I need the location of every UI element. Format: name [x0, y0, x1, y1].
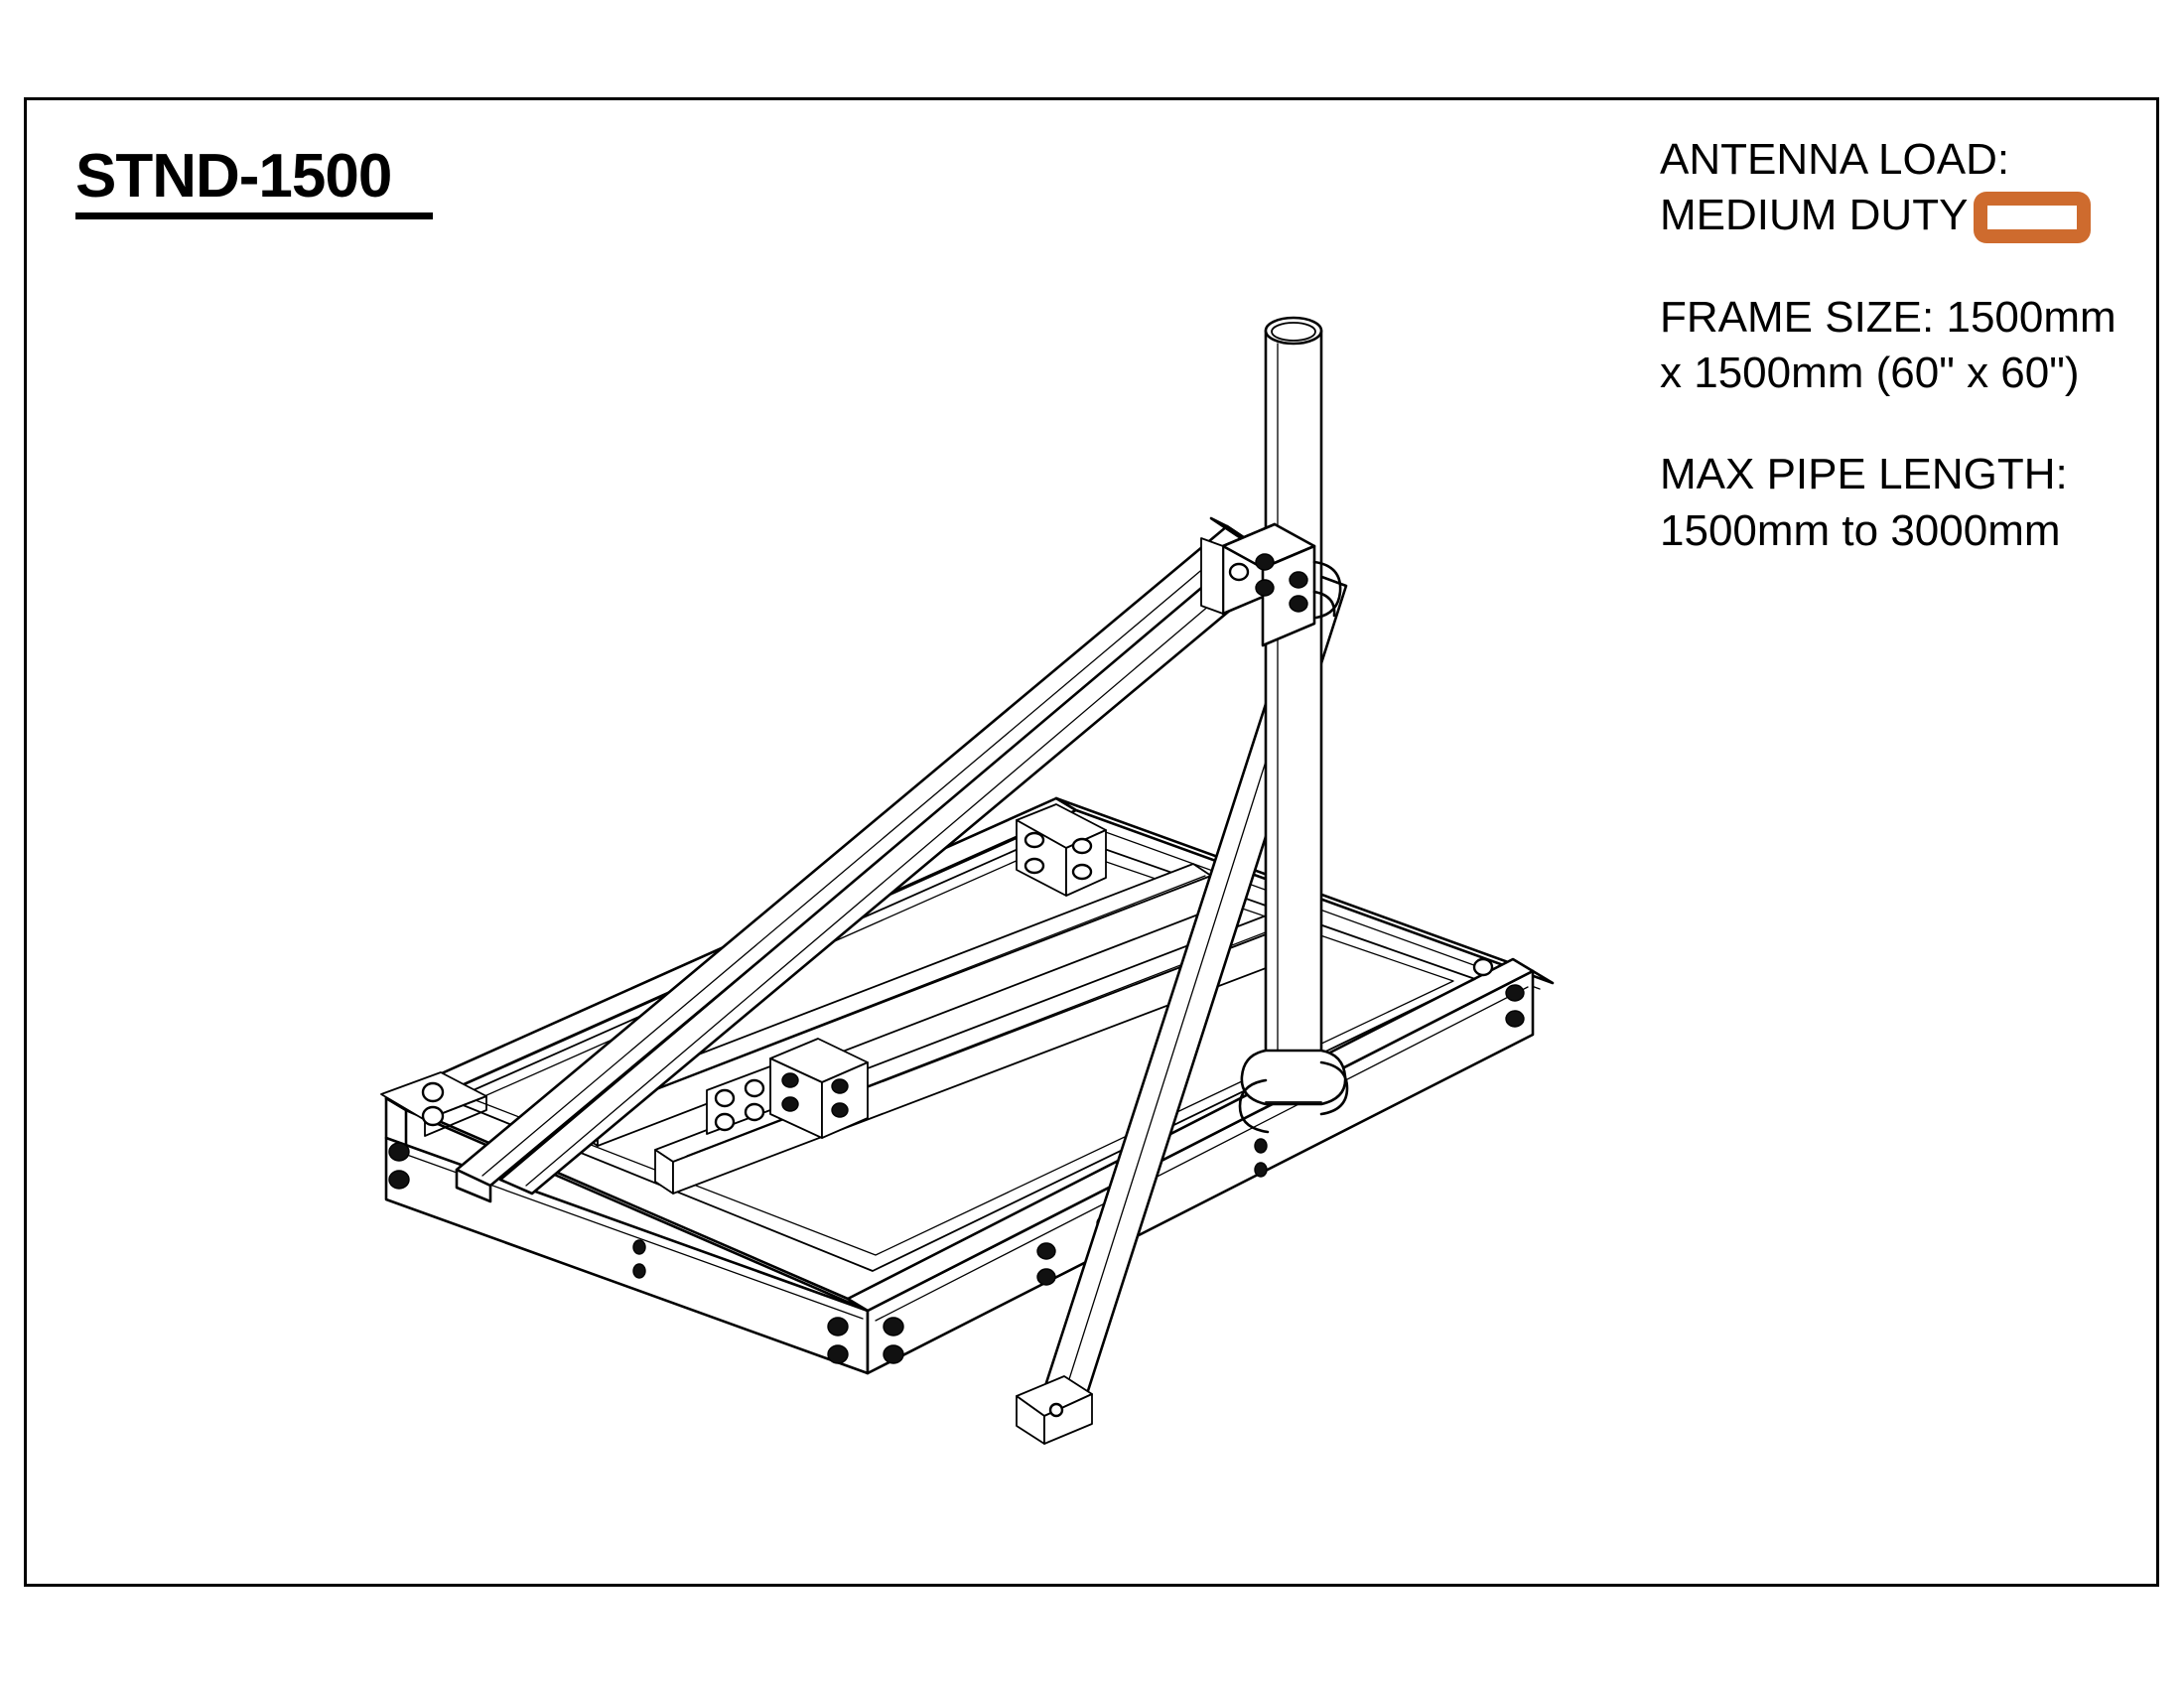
- max-pipe-length-line-1: MAX PIPE LENGTH:: [1660, 450, 2068, 499]
- mast-base-collar: [1238, 1049, 1349, 1134]
- page-title: STND-1500: [75, 142, 392, 211]
- rail-marks-near-left: [632, 1239, 646, 1279]
- corner-bracket-far: [1016, 803, 1107, 897]
- antenna-mast-pipe: [1264, 316, 1323, 1102]
- spec-max-pipe-length: MAX PIPE LENGTH: 1500mm to 3000mm: [1660, 447, 2176, 559]
- antenna-load-value: MEDIUM DUTY: [1660, 191, 1969, 240]
- technical-drawing: [24, 97, 2159, 1587]
- antenna-load-value-row: MEDIUM DUTY: [1660, 188, 2176, 244]
- mid-bracket-far-left: [706, 1038, 869, 1139]
- specifications-block: ANTENNA LOAD: MEDIUM DUTY FRAME SIZE: 15…: [1660, 132, 2176, 559]
- max-pipe-length-line-2: 1500mm to 3000mm: [1660, 505, 2061, 555]
- spec-antenna-load: ANTENNA LOAD: MEDIUM DUTY: [1660, 132, 2176, 244]
- title-underline: [75, 212, 433, 220]
- antenna-load-label: ANTENNA LOAD:: [1660, 135, 2010, 184]
- isometric-assembly-svg: [380, 316, 1555, 1445]
- corner-bracket-left: [380, 1071, 487, 1190]
- frame-size-line-1: FRAME SIZE: 1500mm: [1660, 292, 2116, 342]
- mast-top-bracket: [1200, 522, 1342, 647]
- spec-frame-size: FRAME SIZE: 1500mm x 1500mm (60" x 60"): [1660, 290, 2176, 402]
- title-block: STND-1500: [75, 142, 433, 220]
- duty-level-badge-icon: [1974, 192, 2092, 244]
- corner-bolts-near: [827, 1317, 904, 1364]
- sheet-border: [24, 97, 2159, 1587]
- frame-size-line-2: x 1500mm (60" x 60"): [1660, 348, 2080, 397]
- corner-bolts-right: [1472, 957, 1525, 1028]
